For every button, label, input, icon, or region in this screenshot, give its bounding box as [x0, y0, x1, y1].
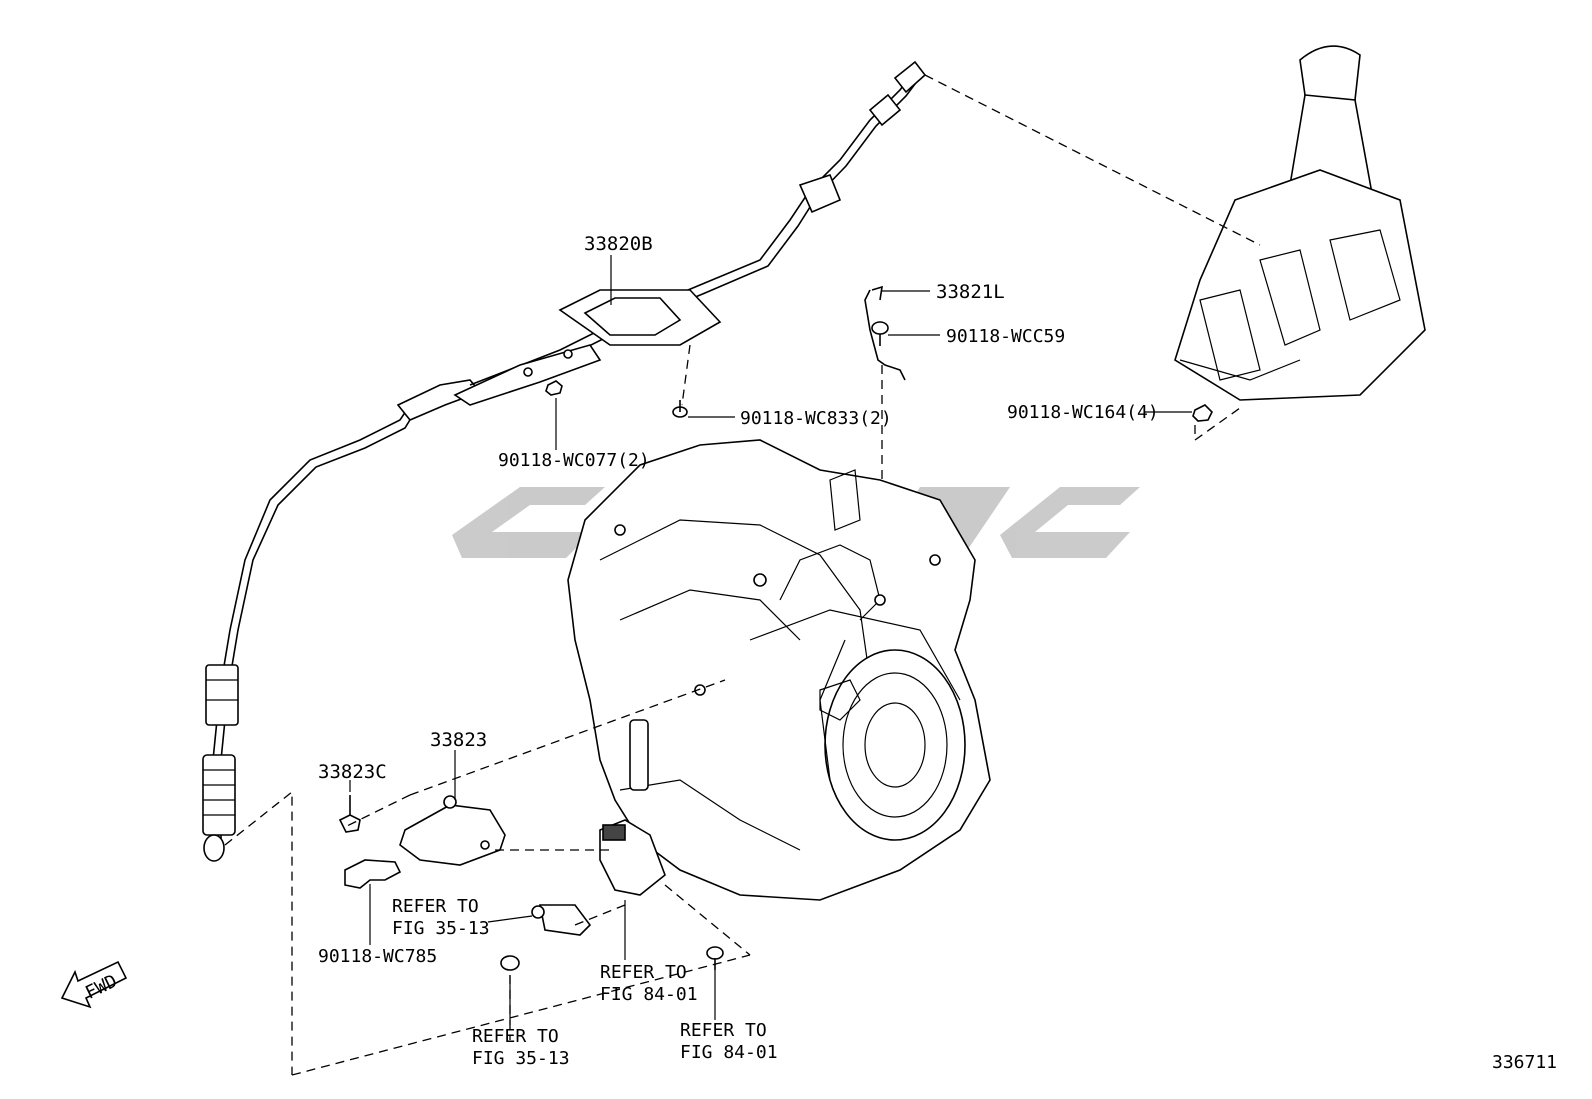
bolt-90118-wcc59: [871, 321, 889, 346]
cable-boot: [202, 754, 236, 836]
label-refer-84-01-b-line2: FIG 84-01: [680, 1042, 778, 1063]
nut-90118-wc077: [545, 380, 563, 396]
bolt-90118-wc833: [672, 400, 688, 418]
shift-cable: [202, 379, 482, 862]
figure-number: 336711: [1492, 1052, 1557, 1073]
label-90118-wc164: 90118-WC164(4): [1007, 402, 1159, 423]
shift-lever-housing: [1174, 169, 1426, 401]
label-90118-wc785: 90118-WC785: [318, 946, 437, 967]
transaxle: [567, 439, 991, 901]
torque-converter-housing: [824, 649, 966, 841]
bracket-33823: [399, 795, 506, 866]
label-refer-84-01-b-line1: REFER TO: [680, 1020, 767, 1041]
label-33823c: 33823C: [318, 761, 387, 783]
label-refer-84-01-a-line1: REFER TO: [600, 962, 687, 983]
label-refer-35-13-a-line1: REFER TO: [392, 896, 479, 917]
label-33821l: 33821L: [936, 281, 1005, 303]
bolt-refer-84-01: [706, 946, 724, 970]
cable-upper: [453, 60, 927, 406]
cable-damper: [205, 664, 239, 726]
bolt-33823c: [338, 795, 361, 833]
nut-90118-wc164: [1192, 404, 1213, 422]
dashed-leaders: [224, 74, 1261, 1076]
clip-90118-wc785: [344, 859, 402, 889]
cable-grommet: [798, 174, 842, 214]
fwd-arrow: FWD: [60, 960, 128, 1009]
label-90118-wcc59: 90118-WCC59: [946, 326, 1065, 347]
label-refer-35-13-a-line2: FIG 35-13: [392, 918, 490, 939]
clip-33821l: [864, 285, 906, 381]
label-refer-35-13-b-line1: REFER TO: [472, 1026, 559, 1047]
leader-lines: [349, 255, 1192, 1025]
label-refer-35-13-b-line2: FIG 35-13: [472, 1048, 570, 1069]
neutral-start-switch: [599, 819, 666, 896]
label-90118-wc833: 90118-WC833(2): [740, 408, 892, 429]
cable-end-eye: [203, 834, 225, 862]
label-90118-wc077: 90118-WC077(2): [498, 450, 650, 471]
pin-refer-35-13: [531, 904, 592, 936]
label-33820b: 33820B: [584, 233, 653, 255]
shift-lever-assembly: [1174, 45, 1426, 401]
label-33823: 33823: [430, 729, 487, 751]
nut-refer-35-13: [500, 955, 520, 971]
label-refer-84-01-a-line2: FIG 84-01: [600, 984, 698, 1005]
